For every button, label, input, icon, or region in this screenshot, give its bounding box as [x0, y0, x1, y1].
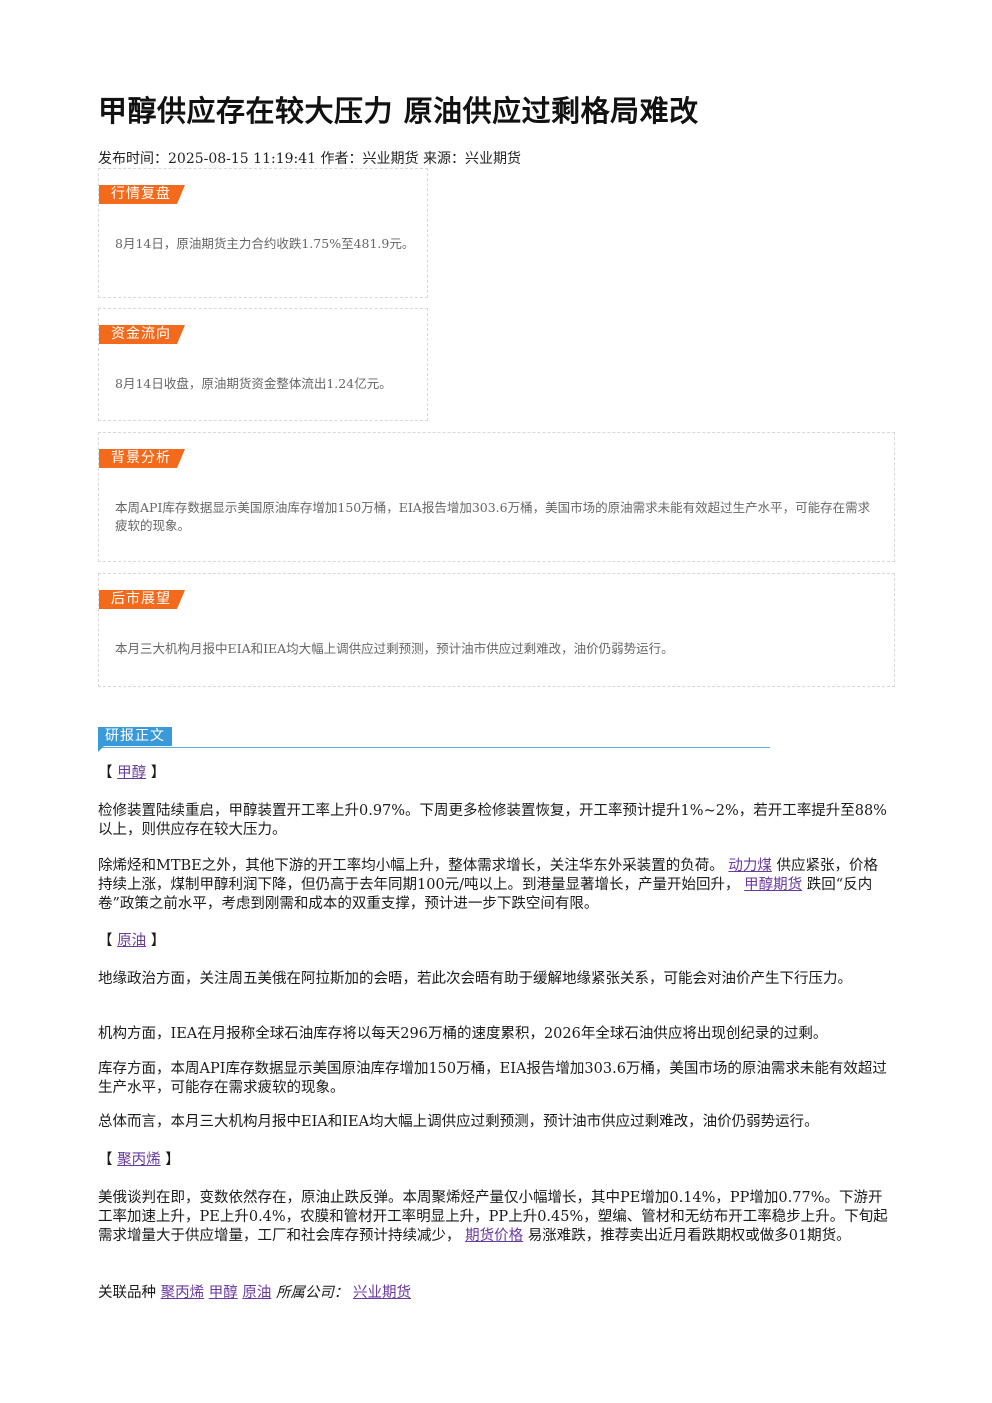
background-analysis-box: 背景分析 本周API库存数据显示美国原油库存增加150万桶，EIA报告增加303…	[98, 432, 895, 562]
crude-heading: 【 原油 】	[98, 932, 890, 951]
fund-flow-box: 资金流向 8月14日收盘，原油期货资金整体流出1.24亿元。	[98, 308, 428, 421]
related-label: 关联品种	[98, 1285, 156, 1301]
crude-p4-text: 总体而言，本月三大机构月报中EIA和IEA均大幅上调供应过剩预测，预计油市供应过…	[98, 1114, 819, 1130]
crude-link[interactable]: 原油	[117, 933, 147, 949]
outlook-text: 本月三大机构月报中EIA和IEA均大幅上调供应过剩预测，预计油市供应过剩难改，油…	[115, 641, 674, 656]
bracket-close: 】	[150, 933, 166, 949]
company-label: 所属公司：	[275, 1285, 349, 1301]
methanol-futures-link[interactable]: 甲醇期货	[744, 877, 803, 893]
bracket-close: 】	[150, 765, 166, 781]
bracket-open: 【	[98, 1152, 113, 1168]
company-link[interactable]: 兴业期货	[353, 1285, 412, 1301]
crude-paragraph-3: 库存方面，本周API库存数据显示美国原油库存增加150万桶，EIA报告增加303…	[98, 1060, 890, 1098]
crude-p2-text: 机构方面，IEA在月报称全球石油库存将以每天296万桶的速度累积，2026年全球…	[98, 1026, 828, 1042]
pp-p1-b: 易涨难跌，推荐卖出近月看跌期权或做多01期货。	[527, 1228, 851, 1244]
bracket-close: 】	[165, 1152, 180, 1168]
methanol-p2-b: 供应紧张，价格持续上涨，煤制甲醇利润下降，但仍高于去年同期100元/吨以上。到港…	[98, 858, 878, 893]
crude-p3-text: 库存方面，本周API库存数据显示美国原油库存增加150万桶，EIA报告增加303…	[98, 1061, 887, 1096]
futures-price-link[interactable]: 期货价格	[465, 1228, 524, 1244]
methanol-p1-text: 检修装置陆续重启，甲醇装置开工率上升0.97%。下周更多检修装置恢复，开工率预计…	[98, 803, 887, 838]
fund-flow-tag: 资金流向	[99, 325, 185, 344]
related-link-polypropylene[interactable]: 聚丙烯	[160, 1285, 205, 1301]
background-analysis-text: 本周API库存数据显示美国原油库存增加150万桶，EIA报告增加303.6万桶，…	[115, 500, 871, 533]
background-analysis-tag: 背景分析	[99, 449, 185, 468]
bracket-open: 【	[98, 933, 113, 949]
article-title: 甲醇供应存在较大压力 原油供应过剩格局难改	[98, 94, 699, 128]
report-section-label: 研报正文	[98, 727, 172, 752]
bracket-open: 【	[98, 765, 113, 781]
pp-heading: 【 聚丙烯 】	[98, 1151, 890, 1170]
methanol-p2-c: 跌回“反内卷”政策之前水平，考虑到刚需和成本的双重支撑，预计进一步下跌空间有限。	[98, 877, 873, 912]
related-products-footer: 关联品种 聚丙烯 甲醇 原油 所属公司： 兴业期货	[98, 1281, 411, 1302]
article-meta: 发布时间：2025-08-15 11:19:41 作者：兴业期货 来源：兴业期货	[98, 151, 521, 167]
fund-flow-text: 8月14日收盘，原油期货资金整体流出1.24亿元。	[115, 376, 392, 391]
market-review-tag: 行情复盘	[99, 185, 185, 204]
report-section-header: 研报正文	[98, 727, 770, 752]
market-review-box: 行情复盘 8月14日，原油期货主力合约收跌1.75%至481.9元。	[98, 168, 428, 298]
market-review-text: 8月14日，原油期货主力合约收跌1.75%至481.9元。	[115, 236, 415, 251]
pp-p1-a: 美俄谈判在即，变数依然存在，原油止跌反弹。本周聚烯烃产量仅小幅增长，其中PE增加…	[98, 1190, 888, 1244]
outlook-box: 后市展望 本月三大机构月报中EIA和IEA均大幅上调供应过剩预测，预计油市供应过…	[98, 573, 895, 687]
methanol-p2-a: 除烯烃和MTBE之外，其他下游的开工率均小幅上升，整体需求增长，关注华东外采装置…	[98, 858, 724, 874]
methanol-link[interactable]: 甲醇	[117, 765, 147, 781]
crude-p1-text: 地缘政治方面，关注周五美俄在阿拉斯加的会晤，若此次会晤有助于缓解地缘紧张关系，可…	[98, 971, 852, 987]
crude-paragraph-4: 总体而言，本月三大机构月报中EIA和IEA均大幅上调供应过剩预测，预计油市供应过…	[98, 1113, 890, 1132]
polypropylene-link[interactable]: 聚丙烯	[117, 1152, 161, 1168]
related-link-crude[interactable]: 原油	[242, 1285, 272, 1301]
outlook-tag: 后市展望	[99, 590, 185, 609]
related-link-methanol[interactable]: 甲醇	[208, 1285, 238, 1301]
methanol-paragraph-2: 除烯烃和MTBE之外，其他下游的开工率均小幅上升，整体需求增长，关注华东外采装置…	[98, 857, 890, 914]
thermal-coal-link[interactable]: 动力煤	[728, 858, 772, 874]
crude-paragraph-1: 地缘政治方面，关注周五美俄在阿拉斯加的会晤，若此次会晤有助于缓解地缘紧张关系，可…	[98, 970, 890, 989]
methanol-heading: 【 甲醇 】	[98, 764, 890, 783]
methanol-paragraph-1: 检修装置陆续重启，甲醇装置开工率上升0.97%。下周更多检修装置恢复，开工率预计…	[98, 802, 890, 840]
pp-paragraph-1: 美俄谈判在即，变数依然存在，原油止跌反弹。本周聚烯烃产量仅小幅增长，其中PE增加…	[98, 1189, 890, 1246]
crude-paragraph-2: 机构方面，IEA在月报称全球石油库存将以每天296万桶的速度累积，2026年全球…	[98, 1025, 890, 1044]
